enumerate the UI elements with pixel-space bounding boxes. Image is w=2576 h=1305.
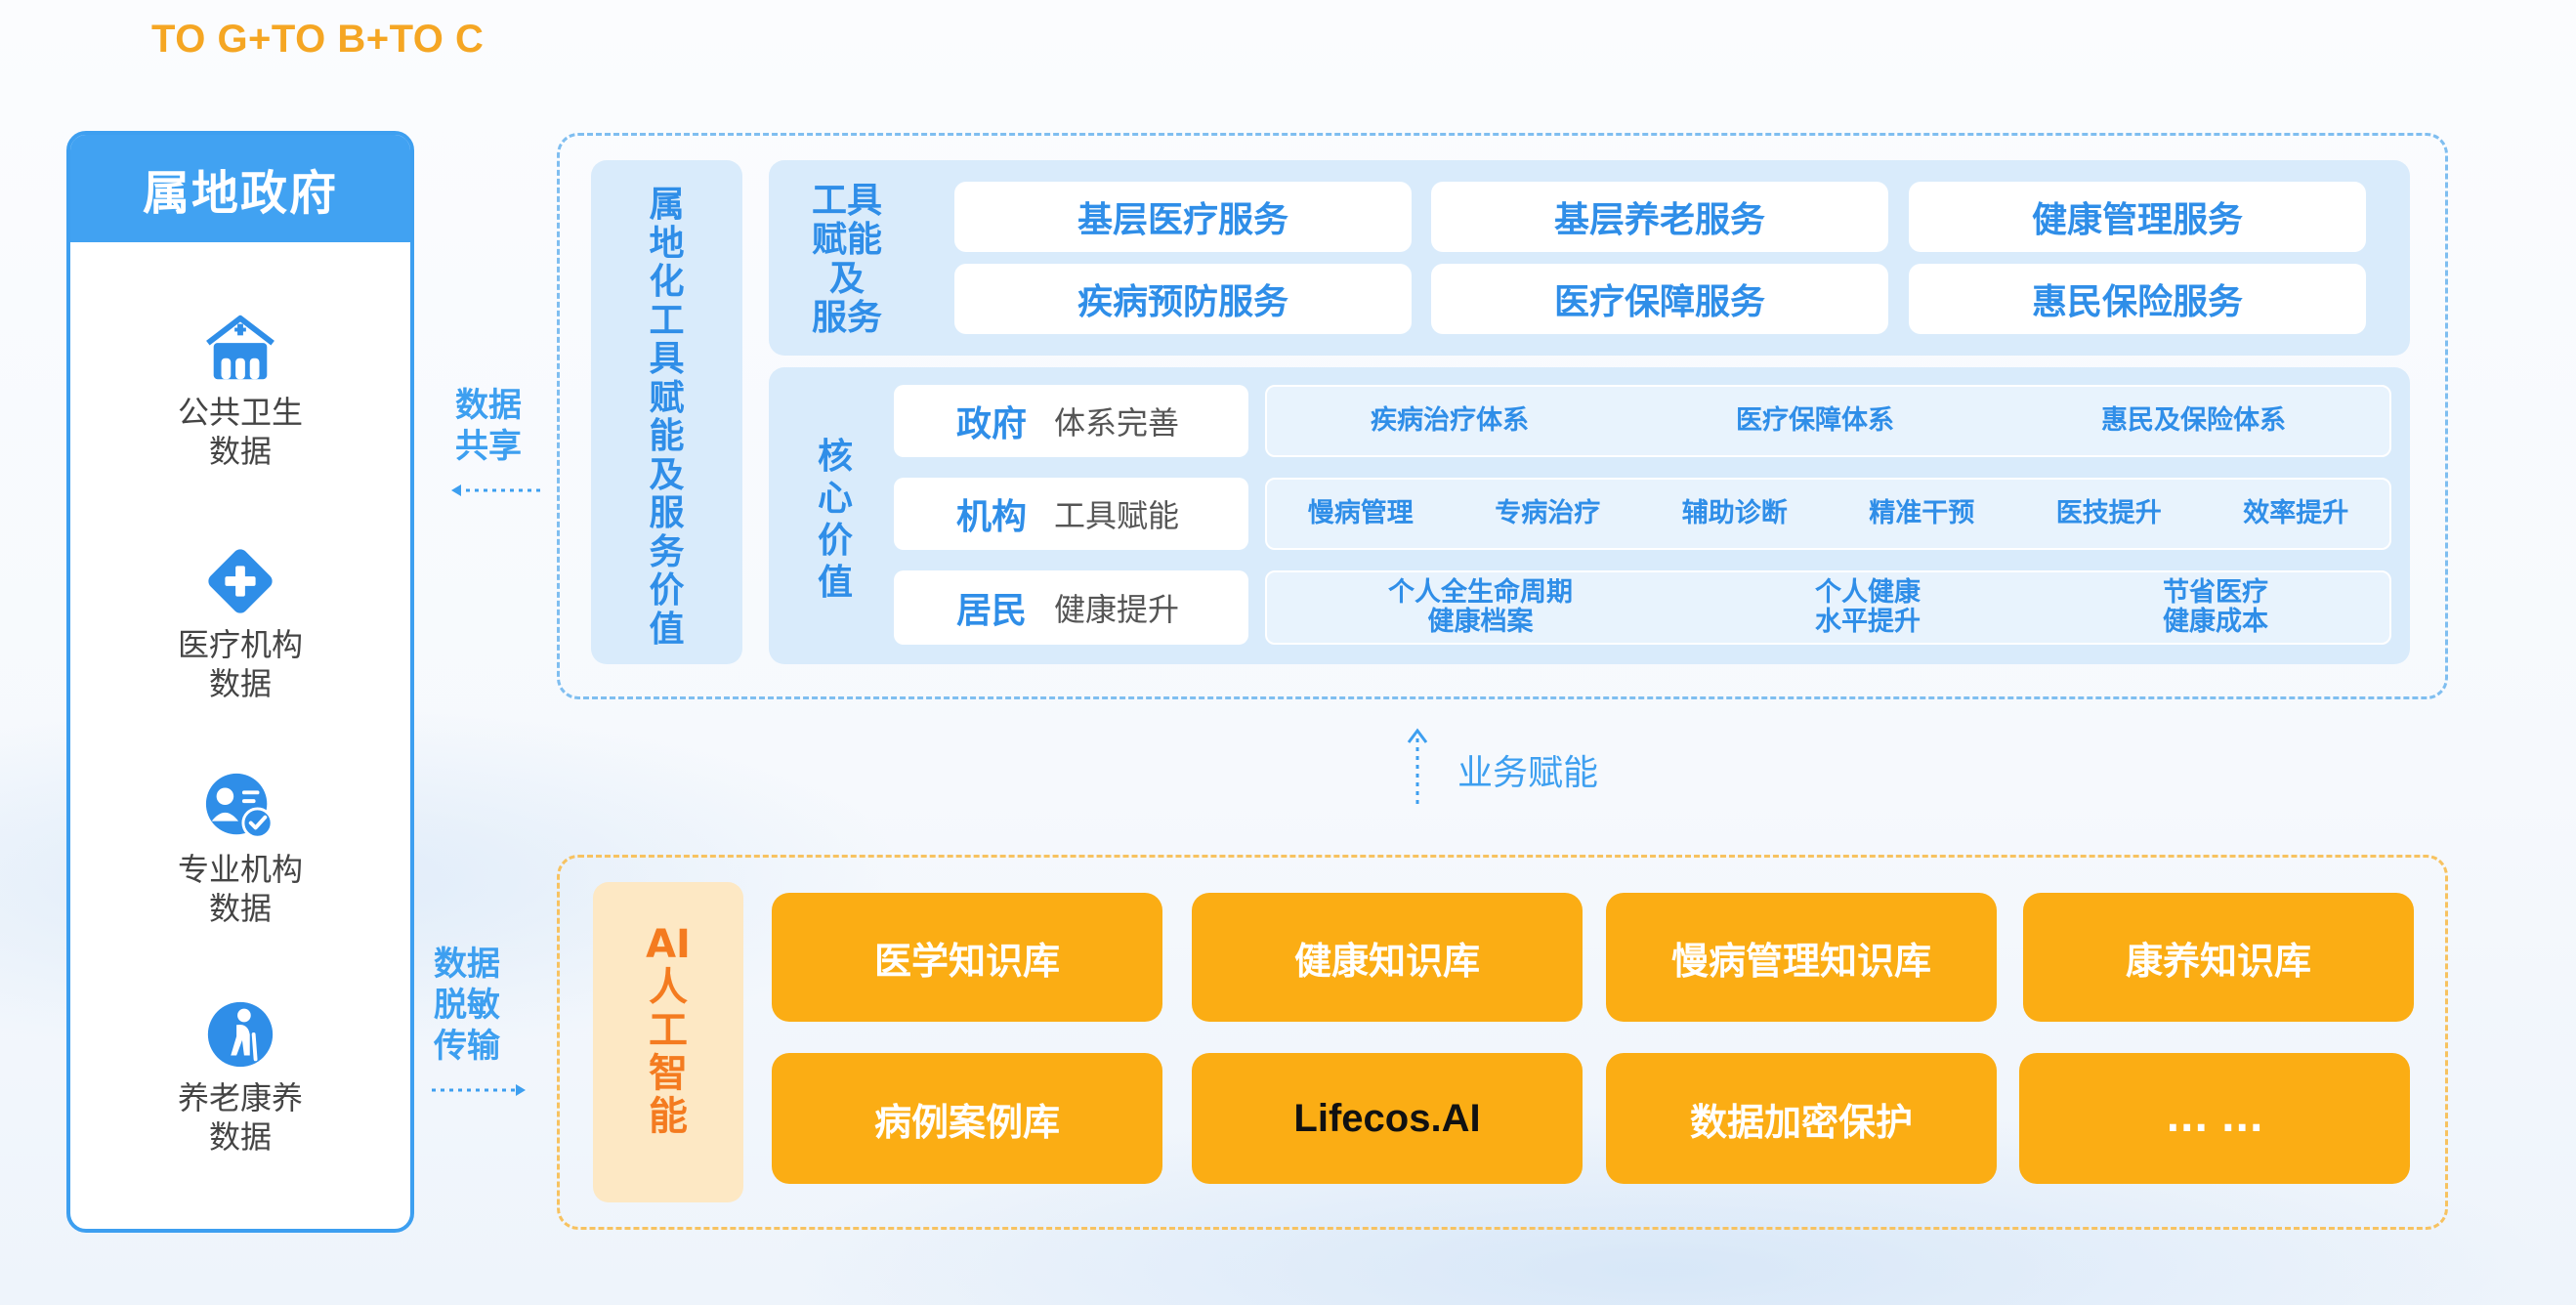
role-desc: 体系完善 <box>1054 404 1180 442</box>
platform-vertical-column: 属 地 化 工 具 赋 能 及 服 务 价 值 <box>591 160 742 664</box>
source-label: 医疗机构 数据 <box>177 626 303 702</box>
value-item: 慢病管理 <box>1307 498 1414 528</box>
value-item: 个人健康 水平提升 <box>1815 577 1921 637</box>
service-box: 惠民保险服务 <box>1909 264 2366 334</box>
platform-vertical-label: 属 地 化 工 具 赋 能 及 服 务 价 值 <box>649 185 685 650</box>
service-box: 基层医疗服务 <box>954 182 1412 252</box>
lifecos-ai-box: Lifecos.AI <box>1192 1053 1583 1184</box>
core-value-label: 核 心 价 值 <box>817 437 853 603</box>
role-institution: 机构 工具赋能 <box>894 478 1248 550</box>
ai-container <box>557 855 2448 1230</box>
service-box: 健康管理服务 <box>1909 182 2366 252</box>
platform-container <box>557 133 2448 699</box>
role-values-government: 疾病治疗体系 医疗保障体系 惠民及保险体系 <box>1265 385 2391 457</box>
data-desensitize-label: 数据 脱敏 传输 <box>434 945 500 1066</box>
source-label: 公共卫生 数据 <box>177 394 303 470</box>
data-transfer-arrow-icon <box>432 1084 526 1096</box>
elderly-person-icon <box>207 1001 274 1068</box>
source-medical-institution: 医疗机构 数据 <box>70 543 410 703</box>
knowledge-base-box: 健康知识库 <box>1192 893 1583 1022</box>
value-item: 疾病治疗体系 <box>1371 405 1529 436</box>
role-name: 政府 <box>956 404 1028 444</box>
value-item: 效率提升 <box>2243 498 2349 528</box>
service-box: 基层养老服务 <box>1431 182 1888 252</box>
ai-label: AI 人 工 智 能 <box>646 922 691 1139</box>
value-item: 个人全生命周期 健康档案 <box>1388 577 1573 637</box>
value-item: 专病治疗 <box>1495 498 1601 528</box>
knowledge-base-box: 慢病管理知识库 <box>1606 893 1997 1022</box>
tools-services-panel: 工具 赋能 及 服务 基层医疗服务 基层养老服务 健康管理服务 疾病预防服务 医… <box>769 160 2410 356</box>
service-box: 医疗保障服务 <box>1431 264 1888 334</box>
knowledge-base-box: 数据加密保护 <box>1606 1053 1997 1184</box>
tools-services-label: 工具 赋能 及 服务 <box>811 181 882 338</box>
role-desc: 工具赋能 <box>1054 497 1180 534</box>
knowledge-base-box: 病例案例库 <box>772 1053 1162 1184</box>
knowledge-base-box: 医学知识库 <box>772 893 1162 1022</box>
value-item: 节省医疗 健康成本 <box>2163 577 2268 637</box>
role-name: 居民 <box>956 591 1028 631</box>
government-header: 属地政府 <box>70 135 410 242</box>
business-empower-arrow-icon <box>1407 728 1428 809</box>
role-desc: 健康提升 <box>1054 591 1180 628</box>
data-share-label: 数据 共享 <box>455 386 522 466</box>
source-elderly-care: 养老康养 数据 <box>70 996 410 1157</box>
ai-column: AI 人 工 智 能 <box>593 882 743 1202</box>
role-name: 机构 <box>956 497 1028 537</box>
knowledge-base-box: 康养知识库 <box>2023 893 2414 1022</box>
service-box: 疾病预防服务 <box>954 264 1412 334</box>
data-share-arrow-icon <box>451 484 543 496</box>
source-public-health: 公共卫生 数据 <box>70 311 410 471</box>
value-item: 医疗保障体系 <box>1736 405 1894 436</box>
core-value-panel: 核 心 价 值 政府 体系完善 疾病治疗体系 医疗保障体系 惠民及保险体系 机构… <box>769 367 2410 664</box>
page-title: TO G+TO B+TO C <box>151 18 485 61</box>
hospital-building-icon <box>206 315 274 380</box>
role-values-institution: 慢病管理 专病治疗 辅助诊断 精准干预 医技提升 效率提升 <box>1265 478 2391 550</box>
role-government: 政府 体系完善 <box>894 385 1248 457</box>
value-item: 辅助诊断 <box>1681 498 1788 528</box>
more-items-box: ... ... <box>2019 1053 2410 1184</box>
government-panel: 属地政府 公共卫生 数据 医疗机构 数据 <box>66 131 414 1233</box>
value-item: 医技提升 <box>2055 498 2162 528</box>
role-resident: 居民 健康提升 <box>894 570 1248 645</box>
medical-cross-diamond-icon <box>208 549 273 613</box>
value-item: 精准干预 <box>1869 498 1975 528</box>
source-label: 养老康养 数据 <box>177 1079 303 1156</box>
verified-professional-icon <box>205 773 274 839</box>
business-empower-label: 业务赋能 <box>1457 753 1599 793</box>
source-professional-institution: 专业机构 数据 <box>70 768 410 928</box>
role-values-resident: 个人全生命周期 健康档案 个人健康 水平提升 节省医疗 健康成本 <box>1265 570 2391 645</box>
source-label: 专业机构 数据 <box>177 851 303 927</box>
value-item: 惠民及保险体系 <box>2101 405 2286 436</box>
